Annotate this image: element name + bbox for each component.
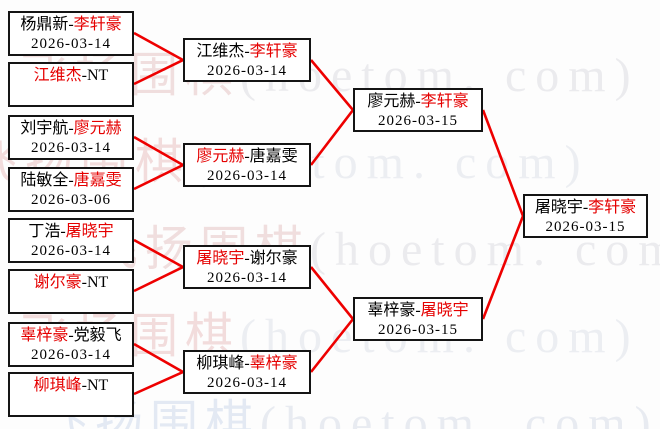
match-date: 2026-03-14	[31, 36, 111, 52]
player-name: 江维杰	[196, 43, 245, 60]
match-players: 柳琪峰-NT	[10, 376, 132, 396]
match-players: 廖元赫-唐嘉雯	[185, 147, 309, 167]
dash: -	[68, 120, 74, 137]
dash: -	[60, 223, 66, 240]
match-date: 2026-03-14	[207, 63, 287, 79]
dash: -	[81, 377, 87, 394]
dash: -	[68, 16, 74, 33]
player-name: 杨鼎新	[20, 16, 69, 33]
player-name: 屠晓宇	[196, 250, 245, 267]
player-name: 党毅飞	[73, 327, 122, 344]
match-date: 2026-03-14	[31, 140, 111, 156]
match-box-r1-5: 丁浩-屠晓宇 2026-03-14	[8, 218, 134, 263]
match-players: 屠晓宇-李轩豪	[525, 198, 646, 218]
match-date: 2026-03-14	[207, 270, 287, 286]
player-name: 屠晓宇	[420, 302, 469, 319]
match-box-r1-6: 谢尔豪-NT	[8, 269, 134, 314]
player-name: 辜梓豪	[249, 355, 298, 372]
dash: -	[244, 148, 250, 165]
player-name: 谢尔豪	[249, 250, 298, 267]
player-name: 廖元赫	[73, 120, 122, 137]
player-name: 辜梓豪	[20, 327, 69, 344]
match-date: 2026-03-14	[31, 243, 111, 259]
match-date: 2026-03-15	[545, 219, 626, 235]
match-players: 丁浩-屠晓宇	[10, 222, 132, 242]
player-name: 廖元赫	[196, 148, 245, 165]
player-name: 江维杰	[33, 67, 82, 84]
match-box-r3-2: 辜梓豪-屠晓宇 2026-03-15	[353, 297, 483, 341]
dash: -	[244, 43, 250, 60]
match-box-r2-2: 廖元赫-唐嘉雯 2026-03-14	[183, 143, 311, 187]
dash: -	[81, 67, 87, 84]
match-players: 陆敏全-唐嘉雯	[10, 171, 132, 191]
match-players: 辜梓豪-党毅飞	[10, 326, 132, 346]
player-name: NT	[87, 274, 109, 291]
player-name: 辜梓豪	[367, 302, 416, 319]
match-box-r3-1: 廖元赫-李轩豪 2026-03-15	[353, 88, 483, 132]
match-box-r1-8: 柳琪峰-NT	[8, 372, 134, 417]
dash: -	[415, 93, 421, 110]
match-box-r2-3: 屠晓宇-谢尔豪 2026-03-14	[183, 245, 311, 289]
dash: -	[415, 302, 421, 319]
player-name: 屠晓宇	[534, 199, 583, 216]
match-players: 屠晓宇-谢尔豪	[185, 249, 309, 269]
match-players: 柳琪峰-辜梓豪	[185, 354, 309, 374]
match-date: 2026-03-15	[378, 113, 458, 129]
match-box-r1-7: 辜梓豪-党毅飞 2026-03-14	[8, 322, 134, 367]
dash: -	[582, 199, 589, 216]
player-name: 李轩豪	[249, 43, 298, 60]
match-date: 2026-03-06	[31, 192, 111, 208]
match-box-r2-1: 江维杰-李轩豪 2026-03-14	[183, 38, 311, 82]
player-name: 李轩豪	[73, 16, 122, 33]
player-name: 陆敏全	[20, 172, 69, 189]
match-players: 江维杰-李轩豪	[185, 42, 309, 62]
match-players: 辜梓豪-屠晓宇	[355, 301, 481, 321]
match-players: 江维杰-NT	[10, 66, 132, 86]
match-players: 谢尔豪-NT	[10, 273, 132, 293]
dash: -	[68, 172, 74, 189]
match-box-final: 屠晓宇-李轩豪 2026-03-15	[523, 194, 648, 238]
dash: -	[244, 355, 250, 372]
match-date: 2026-03-14	[207, 375, 287, 391]
player-name: NT	[87, 67, 109, 84]
dash: -	[244, 250, 250, 267]
match-date: 2026-03-15	[378, 322, 458, 338]
match-date: 2026-03-14	[31, 347, 111, 363]
player-name: 唐嘉雯	[73, 172, 122, 189]
match-box-r1-1: 杨鼎新-李轩豪 2026-03-14	[8, 11, 134, 56]
player-name: 屠晓宇	[65, 223, 114, 240]
player-name: 刘宇航	[20, 120, 69, 137]
player-name: 柳琪峰	[33, 377, 82, 394]
player-name: 廖元赫	[367, 93, 416, 110]
match-box-r1-3: 刘宇航-廖元赫 2026-03-14	[8, 115, 134, 160]
player-name: 李轩豪	[588, 199, 637, 216]
match-box-r1-4: 陆敏全-唐嘉雯 2026-03-06	[8, 167, 134, 212]
match-players: 杨鼎新-李轩豪	[10, 15, 132, 35]
dash: -	[68, 327, 74, 344]
player-name: 李轩豪	[420, 93, 469, 110]
player-name: 柳琪峰	[196, 355, 245, 372]
player-name: 唐嘉雯	[249, 148, 298, 165]
player-name: 谢尔豪	[33, 274, 82, 291]
match-box-r1-2: 江维杰-NT	[8, 62, 134, 107]
match-box-r2-4: 柳琪峰-辜梓豪 2026-03-14	[183, 350, 311, 394]
match-date: 2026-03-14	[207, 168, 287, 184]
player-name: 丁浩	[28, 223, 61, 240]
match-players: 廖元赫-李轩豪	[355, 92, 481, 112]
player-name: NT	[87, 377, 109, 394]
dash: -	[81, 274, 87, 291]
match-players: 刘宇航-廖元赫	[10, 119, 132, 139]
